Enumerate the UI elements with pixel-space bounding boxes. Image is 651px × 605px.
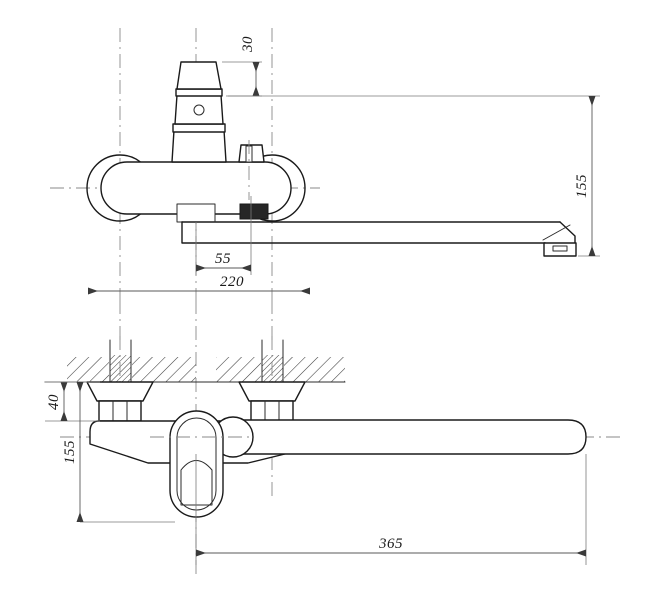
coupling-block [176, 203, 216, 223]
arrow-30-bottom [252, 86, 260, 96]
dim-label-30: 30 [240, 36, 256, 53]
arrow-55-right [241, 264, 251, 272]
spout-arm-plan [235, 419, 587, 455]
arrow-365-right [576, 549, 586, 557]
arrow-155r-bottom [588, 246, 596, 256]
arrow-55-left [196, 264, 206, 272]
lever-handle-plan-inner [176, 417, 217, 511]
arrow-155r-top [588, 96, 596, 106]
cartridge-ring-lower [172, 123, 226, 133]
left-lock-nut [98, 400, 142, 422]
stud-right-thread-fill [262, 355, 283, 382]
elevation-dimensions: 30 155 55 220 [88, 36, 600, 295]
stud-left-thread-fill [110, 355, 131, 382]
lever-handle-plan-thumb [180, 460, 213, 506]
dim-label-220: 220 [220, 274, 244, 290]
right-flange-cone [238, 381, 306, 402]
aerator-screen [552, 245, 568, 252]
cartridge-ring-upper [175, 88, 223, 97]
cartridge-lower-collar [171, 129, 227, 163]
front-elevation-view [86, 61, 577, 257]
plan-dimensions: 40 155 365 [45, 381, 587, 565]
spout-lower-edge [181, 221, 546, 244]
wall-hatch-right [272, 357, 345, 382]
arrow-40-top [60, 382, 68, 392]
arrow-155l-top [76, 382, 84, 392]
cartridge-body [174, 94, 224, 125]
dim-label-55: 55 [215, 251, 231, 267]
arrow-220-left [88, 287, 98, 295]
arrow-155l-bottom [76, 512, 84, 522]
arrow-220-right [300, 287, 310, 295]
right-lock-nut [250, 400, 294, 422]
wall-hatch-left-inner [140, 357, 196, 382]
cartridge-screw-hole [193, 104, 205, 116]
handle-lever-cap [176, 61, 222, 90]
wall-hatch-right-inner [216, 357, 272, 382]
arrow-30-top [252, 62, 260, 72]
seal-block-dark [239, 203, 269, 220]
left-flange-cone [86, 381, 154, 402]
spout-nose-bevel-line [542, 224, 571, 241]
dim-label-155-left: 155 [62, 440, 78, 464]
plan-section-view [44, 336, 587, 518]
dim-label-155-right: 155 [574, 174, 590, 198]
arrow-40-bottom [60, 411, 68, 421]
dim-label-365: 365 [378, 536, 403, 552]
arrow-365-left [196, 549, 206, 557]
dim-label-40: 40 [46, 394, 62, 410]
